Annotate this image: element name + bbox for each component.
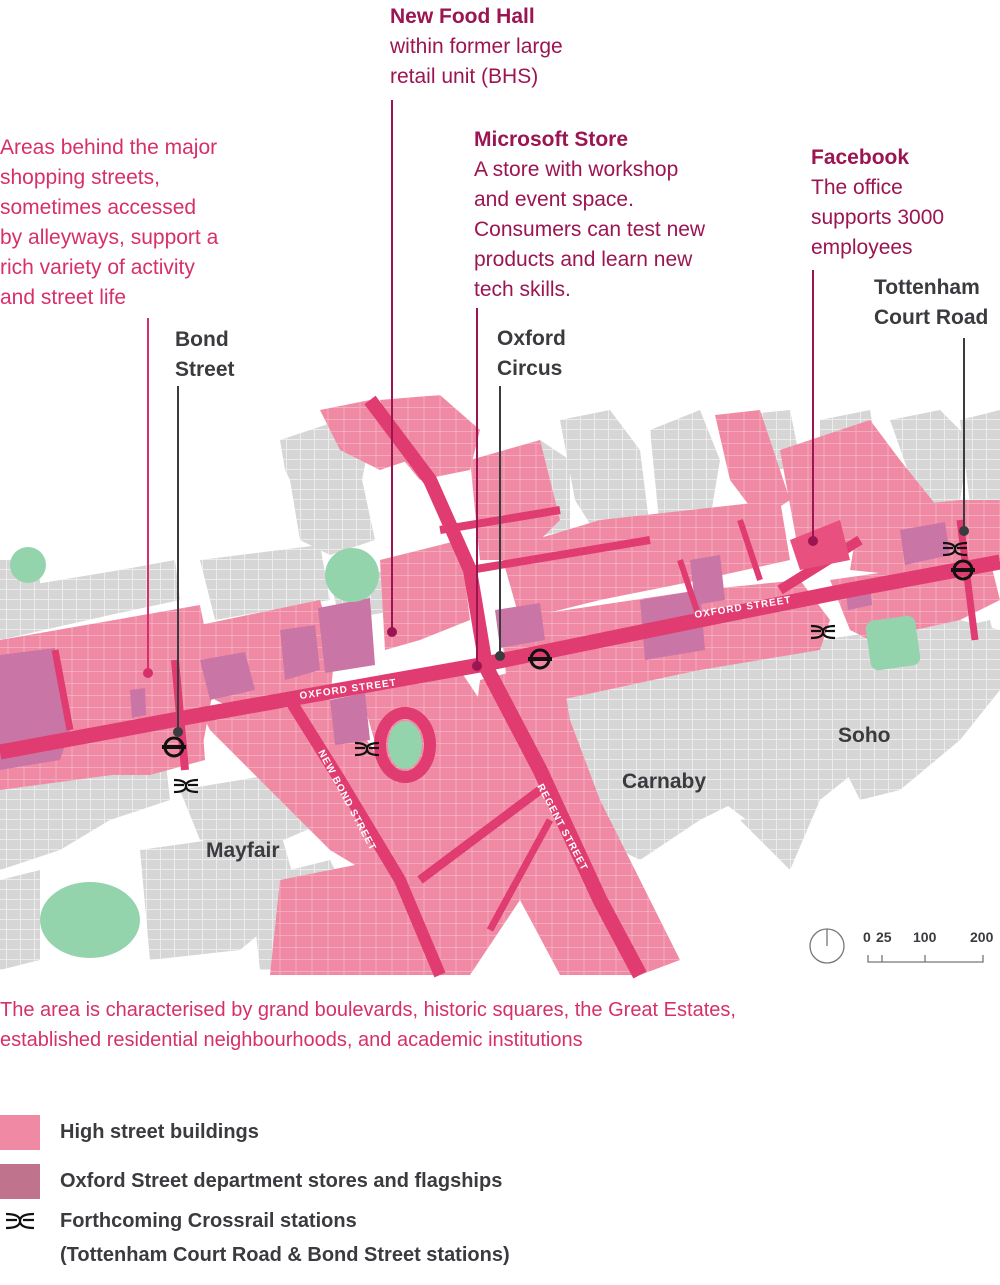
leader-dot-food-hall <box>387 627 397 637</box>
department-stores <box>0 522 950 770</box>
legend-item-high-street: High street buildings <box>0 1115 259 1150</box>
legend-label: High street buildings <box>60 1121 259 1143</box>
callout-facebook: Facebook The office supports 3000 employ… <box>811 143 944 263</box>
callout-title: New Food Hall <box>390 5 535 28</box>
side-street-road <box>677 559 703 621</box>
leader-line-facebook <box>812 270 814 540</box>
facebook-building <box>790 520 850 570</box>
legend-label: Forthcoming Crossrail stations <box>60 1209 357 1232</box>
district-label-soho: Soho <box>838 724 891 747</box>
leader-dot-back-areas <box>143 668 153 678</box>
crossrail-icon <box>810 624 836 640</box>
note-line: by alleyways, support a <box>0 226 219 249</box>
side-street-road <box>51 649 74 731</box>
side-street-road <box>737 519 763 581</box>
underground-roundel-icon <box>951 559 975 581</box>
caption-line: established residential neighbourhoods, … <box>0 1029 583 1051</box>
station-label-oxford-circus: Oxford Circus <box>497 324 566 384</box>
scale-tick-0: 0 <box>863 929 871 945</box>
leader-dot-facebook <box>808 536 818 546</box>
regent-street-south-road <box>478 661 647 979</box>
leader-dot-tottenham-court-road <box>959 526 969 536</box>
leader-dot-oxford-circus <box>495 651 505 661</box>
leader-line-oxford-circus <box>499 386 501 654</box>
callout-line: tech skills. <box>474 278 571 301</box>
station-name-line: Oxford <box>497 327 566 350</box>
leader-dot-microsoft <box>472 661 482 671</box>
legend-label: Oxford Street department stores and flag… <box>60 1170 503 1192</box>
callout-title: Microsoft Store <box>474 128 629 151</box>
station-name-line: Street <box>175 358 235 381</box>
side-street-road <box>486 818 554 932</box>
leader-line-back-areas <box>147 318 149 673</box>
map: OXFORD STREET OXFORD STREET NEW BOND STR… <box>0 395 1000 979</box>
leader-line-food-hall <box>391 100 393 632</box>
crossrail-icon <box>942 541 968 557</box>
callout-back-areas: Areas behind the major shopping streets,… <box>0 133 218 313</box>
pink-swatch-icon <box>0 1115 40 1150</box>
station-name-line: Bond <box>175 328 229 351</box>
north-arrow-icon <box>809 928 845 964</box>
crossrail-icon <box>173 778 199 794</box>
scale-bar <box>867 955 984 963</box>
caption-line: The area is characterised by grand boule… <box>0 999 736 1021</box>
callout-food-hall: New Food Hall within former large retail… <box>390 2 563 92</box>
note-line: Areas behind the major <box>0 136 218 159</box>
underground-roundel-icon <box>528 648 552 670</box>
callout-line: The office <box>811 176 903 199</box>
charing-cross-road <box>956 519 979 641</box>
leader-line-tottenham-court-road <box>963 338 965 530</box>
station-name-line: Court Road <box>874 306 989 329</box>
legend-crossrail-note: (Tottenham Court Road & Bond Street stat… <box>60 1244 510 1266</box>
legend-item-crossrail: Forthcoming Crossrail stations <box>0 1208 357 1234</box>
callout-line: and event space. <box>474 188 634 211</box>
scale-tick-25: 25 <box>876 929 892 945</box>
callout-line: supports 3000 <box>811 206 945 229</box>
oxford-street-road <box>0 554 1000 760</box>
leader-line-bond-street <box>177 386 179 731</box>
note-line: and street life <box>0 286 127 309</box>
callout-line: retail unit (BHS) <box>390 65 539 88</box>
callout-line: within former large <box>390 35 563 58</box>
crossrail-icon <box>5 1212 35 1230</box>
scale-tick-200: 200 <box>970 929 994 945</box>
district-label-mayfair: Mayfair <box>206 839 280 862</box>
parks <box>10 547 921 958</box>
map-caption: The area is characterised by grand boule… <box>0 995 736 1055</box>
legend-item-department-stores: Oxford Street department stores and flag… <box>0 1164 502 1199</box>
hanover-square-ring <box>374 707 436 783</box>
scale-tick-100: 100 <box>913 929 937 945</box>
station-name-line: Tottenham <box>874 276 980 299</box>
side-street-road <box>417 786 543 884</box>
callout-line: Consumers can test new <box>474 218 706 241</box>
district-label-carnaby: Carnaby <box>622 770 706 793</box>
station-label-tottenham-court-road: Tottenham Court Road <box>874 273 988 333</box>
underground-roundel-icon <box>162 736 186 758</box>
station-label-bond-street: Bond Street <box>175 325 235 385</box>
callout-line: A store with workshop <box>474 158 679 181</box>
callout-microsoft-store: Microsoft Store A store with workshop an… <box>474 125 705 305</box>
station-name-line: Circus <box>497 357 563 380</box>
callout-title: Facebook <box>811 146 910 169</box>
note-line: sometimes accessed <box>0 196 197 219</box>
callout-line: products and learn new <box>474 248 693 271</box>
crossrail-icon <box>354 741 380 757</box>
note-line: rich variety of activity <box>0 256 195 279</box>
leader-line-microsoft <box>476 308 478 665</box>
leader-dot-bond-street <box>173 727 183 737</box>
note-line: shopping streets, <box>0 166 160 189</box>
roads <box>0 395 1000 979</box>
new-bond-street-road <box>284 696 446 978</box>
mauve-swatch-icon <box>0 1164 40 1199</box>
callout-line: employees <box>811 236 913 259</box>
